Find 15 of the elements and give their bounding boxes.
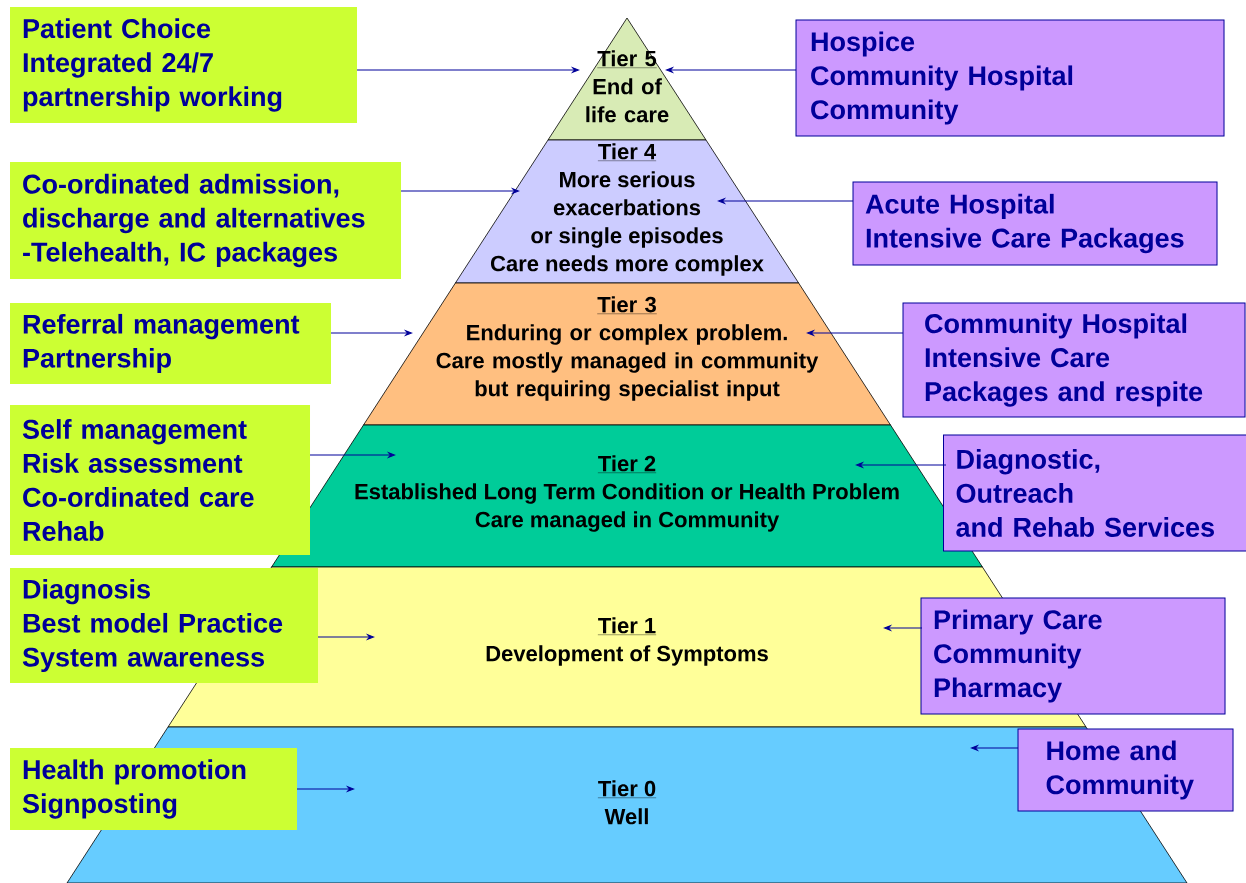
strategy-box: Self management Risk assessment Co-ordinated care Rehab [10, 405, 310, 555]
service-box: Diagnostic, Outreach and Rehab Services [943, 434, 1246, 552]
strategy-box: Diagnosis Best model Practice System awareness [10, 568, 318, 683]
strategy-box: Co-ordinated admission, discharge and alternatives -Telehealth, IC packages [10, 162, 401, 279]
strategy-box: Referral management Partnership [10, 303, 331, 384]
service-box: Community Hospital Intensive Care Packages and respite [902, 302, 1246, 418]
service-box: Primary Care Community Pharmacy [920, 597, 1226, 715]
pyramid-tier: Tier 3 Enduring or complex problem. Care mostly managed in community but requiring specialist input [363, 282, 891, 426]
pyramid-tier: Tier 4 More serious exacerbations or single episodes Care needs more complex [455, 139, 799, 284]
service-box: Hospice Community Hospital Community [795, 19, 1225, 137]
service-box: Home and Community [1017, 728, 1234, 812]
service-box: Acute Hospital Intensive Care Packages [852, 181, 1218, 266]
strategy-box: Health promotion Signposting [10, 748, 297, 830]
pyramid-tier: Tier 5 End of life care [547, 17, 707, 141]
strategy-box: Patient Choice Integrated 24/7 partnership working [10, 7, 357, 123]
